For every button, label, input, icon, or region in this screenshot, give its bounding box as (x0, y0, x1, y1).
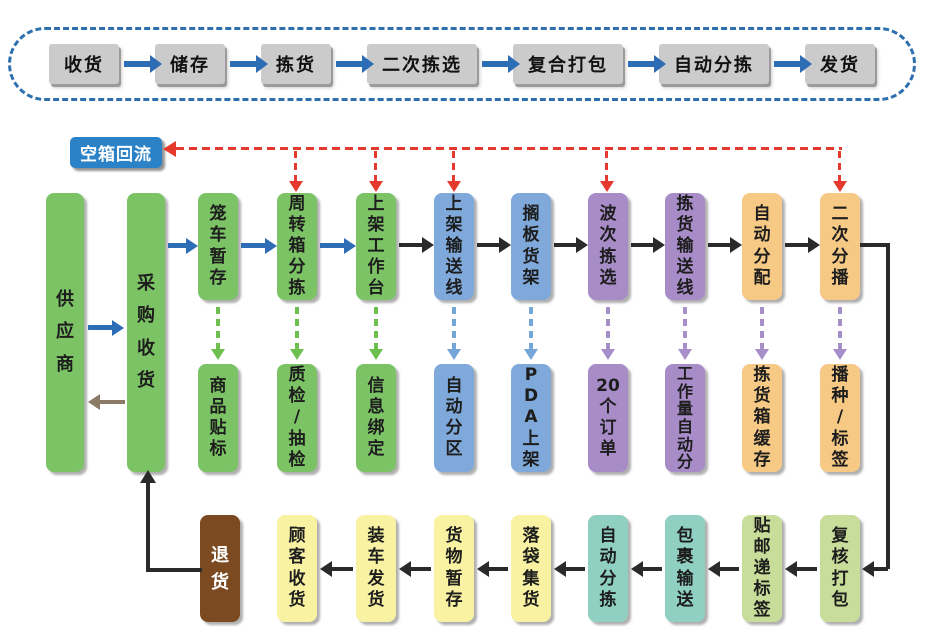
arrow-purchasing-to-supplier (100, 400, 125, 404)
right-arrow-icon (336, 61, 362, 67)
dash-tote-to-quality (295, 307, 299, 349)
dash-cage-cart-to-labeling (216, 307, 220, 349)
arrow-wave-picking-to-picking-conveyor (631, 243, 653, 247)
arrow-purchasing-to-cage-cart (168, 243, 186, 248)
right-arrow-icon (124, 61, 150, 67)
arrow-workbench-to-conveyor (399, 243, 422, 247)
node-secondary-sowing: 二 次 分 播 (820, 193, 860, 300)
arrow-recheck-to-label (797, 567, 817, 571)
node-auto-zoning: 自 动 分 区 (434, 364, 474, 472)
node-quality-inspection: 质 检 / 抽 检 (277, 364, 317, 472)
step-storage: 储存 (155, 44, 225, 84)
arrow-bagdrop-to-staging (489, 567, 508, 571)
node-pda-shelving: P D A 上 架 (511, 364, 551, 472)
dash-allocation-to-buffer (760, 307, 764, 349)
right-arrow-icon (628, 61, 654, 67)
node-customer-receiving: 顾 客 收 货 (277, 515, 317, 622)
arrow-cage-cart-to-tote (241, 243, 265, 248)
step-auto-sorting: 自动分拣 (659, 44, 769, 84)
dash-workbench-to-binding (374, 307, 378, 349)
right-arrow-icon (230, 61, 256, 67)
dash-conveyor-to-zoning (452, 307, 456, 349)
arrow-picking-conveyor-to-allocation (708, 243, 730, 247)
node-returns: 退 货 (200, 515, 240, 622)
arrow-label-to-parcel (720, 567, 739, 571)
return-drop-tote-sorting (294, 151, 297, 181)
node-info-binding: 信 息 绑 定 (356, 364, 396, 472)
node-sowing-label: 播 种 / 标 签 (820, 364, 860, 472)
arrow-tote-to-workbench (320, 243, 344, 248)
arrow-sorting-to-bagdrop (566, 567, 585, 571)
dash-rack-to-pda (529, 307, 533, 349)
right-arrow-icon (774, 61, 800, 67)
node-loading-shipping: 装 车 发 货 (356, 515, 396, 622)
return-drop-secondary-sowing (838, 151, 841, 181)
arrow-shelf-rack-to-wave-picking (554, 243, 576, 247)
node-shelving-conveyor: 上 架 输 送 线 (434, 193, 474, 300)
step-secondary-picking: 二次拣选 (367, 44, 477, 84)
node-twenty-orders: 20 个 订 单 (588, 364, 628, 472)
arrow-allocation-to-secondary-sowing (785, 243, 808, 247)
node-cage-cart-staging: 笼 车 暂 存 (198, 193, 238, 300)
node-picking-box-buffer: 拣 货 箱 缓 存 (742, 364, 782, 472)
arrow-staging-to-shipping (411, 567, 431, 571)
node-supplier: 供 应 商 (46, 193, 84, 472)
node-recheck-packing: 复 核 打 包 (820, 515, 860, 622)
node-parcel-conveyor: 包 裹 输 送 (665, 515, 705, 622)
arrow-supplier-to-purchasing (88, 325, 112, 330)
top-process-strip: 收货 储存 拣货 二次拣选 复合打包 自动分拣 发货 (8, 27, 916, 101)
step-receiving: 收货 (49, 44, 119, 84)
node-shelf-rack: 搁 板 货 架 (511, 193, 551, 300)
dash-wave-to-orders (606, 307, 610, 349)
arrow-elbow-to-recheck-packing (874, 567, 888, 571)
step-composite-packing: 复合打包 (513, 44, 623, 84)
empty-box-return-label: 空箱回流 (70, 137, 162, 168)
node-picking-conveyor: 拣 货 输 送 线 (665, 193, 705, 300)
return-drop-shelving-conveyor (452, 151, 455, 181)
node-postal-label: 贴 邮 递 标 签 (742, 515, 782, 622)
arrow-returns-to-purchasing (140, 470, 156, 483)
arrow-shipping-to-customer (332, 567, 353, 571)
node-workload-auto-split: 工 作 量 自 动 分 (665, 364, 705, 472)
node-bag-drop-consolidation: 落 袋 集 货 (511, 515, 551, 622)
elbow-returns-vertical (146, 482, 150, 572)
return-drop-wave-picking (605, 151, 608, 181)
node-purchase-receiving: 采 购 收 货 (127, 193, 165, 472)
node-auto-allocation: 自 动 分 配 (742, 193, 782, 300)
dash-sowing-to-label (838, 307, 842, 349)
arrow-parcel-to-sorting (643, 567, 662, 571)
step-picking: 拣货 (261, 44, 331, 84)
node-shelving-workbench: 上 架 工 作 台 (356, 193, 396, 300)
elbow-returns-horizontal (146, 568, 202, 572)
node-product-labeling: 商 品 贴 标 (198, 364, 238, 472)
elbow-sowing-vertical (886, 243, 890, 569)
node-goods-staging: 货 物 暂 存 (434, 515, 474, 622)
dash-conveyor-to-workload (683, 307, 687, 349)
empty-box-return-line (176, 147, 842, 150)
node-auto-sorting: 自 动 分 拣 (588, 515, 628, 622)
elbow-sowing-horizontal (860, 243, 890, 247)
node-wave-picking: 波 次 拣 选 (588, 193, 628, 300)
arrow-conveyor-to-shelf-rack (477, 243, 499, 247)
step-shipping: 发货 (805, 44, 875, 84)
node-tote-box-sorting: 周 转 箱 分 拣 (277, 193, 317, 300)
return-drop-shelving-workbench (374, 151, 377, 181)
right-arrow-icon (482, 61, 508, 67)
